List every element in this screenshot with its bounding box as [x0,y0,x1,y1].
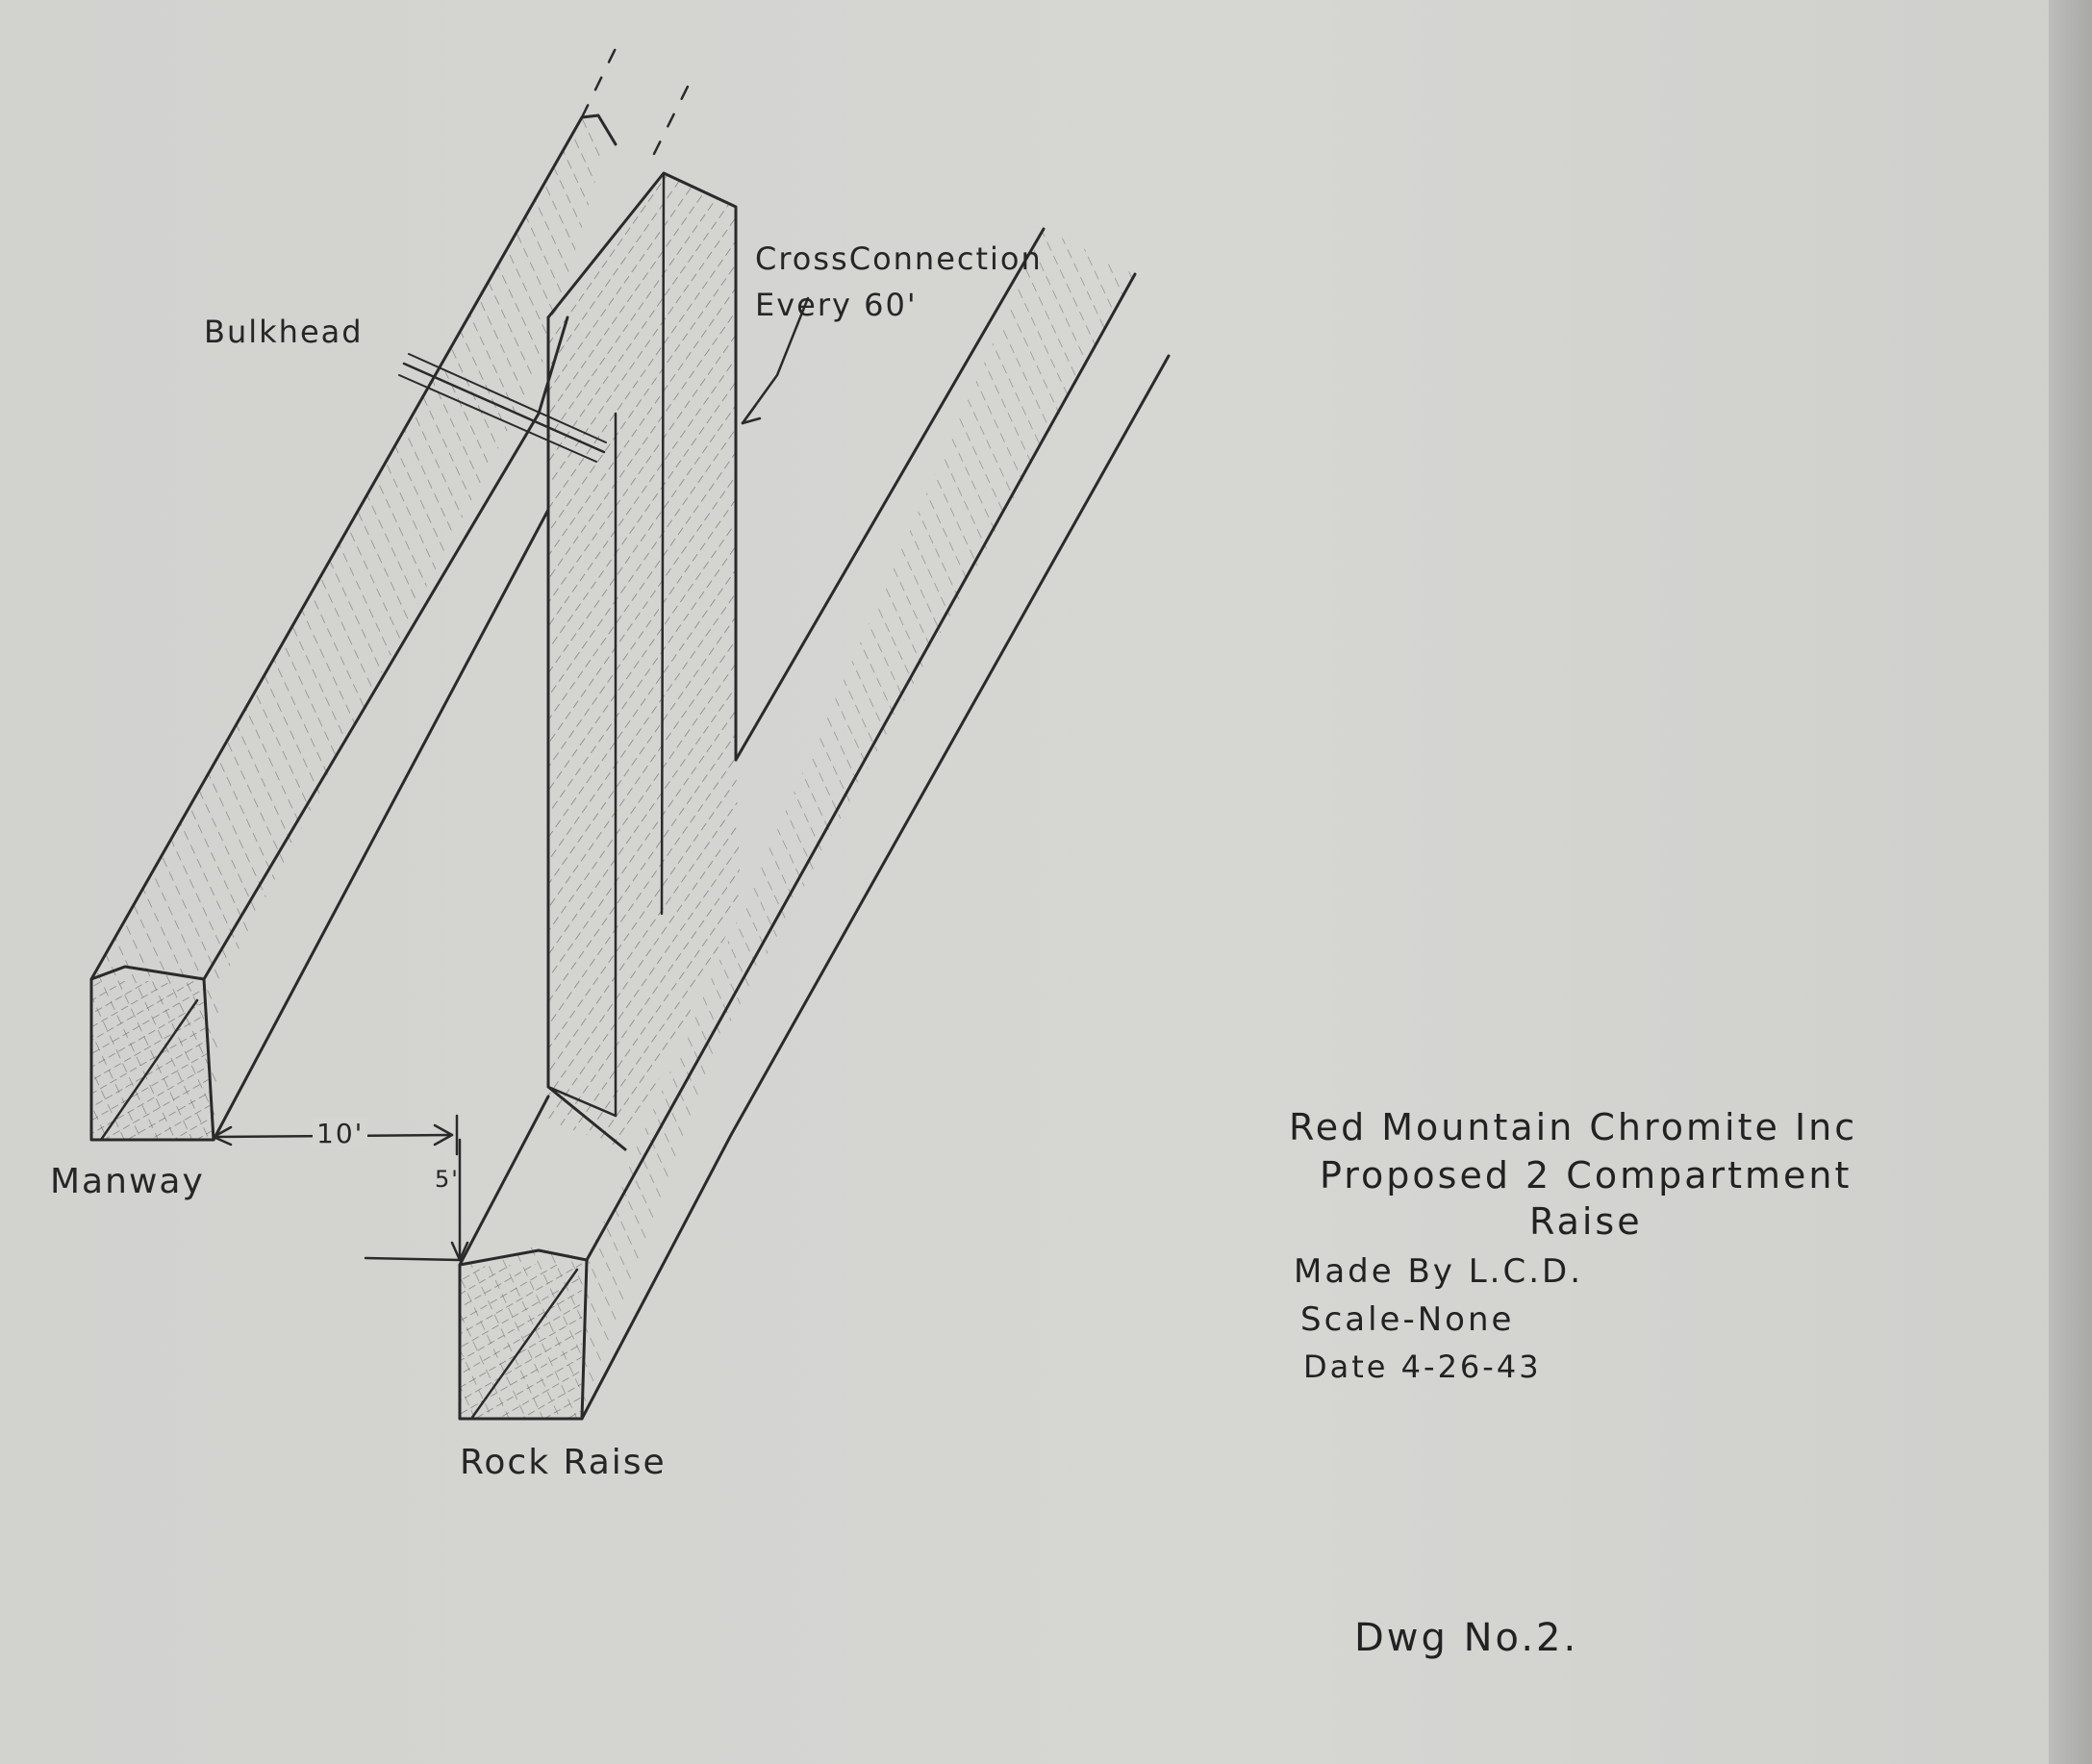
bulkhead-leader [398,353,607,463]
center-slab [546,171,741,1151]
rock-raise-timber [458,227,1171,1421]
company-name: Red Mountain Chromite Inc [1289,1106,1858,1148]
cross-connection-leader [741,296,810,425]
continuation-lines [580,37,690,156]
manway-label: Manway [50,1162,205,1201]
bulkhead-label: Bulkhead [204,314,364,350]
rock-raise-label: Rock Raise [460,1443,667,1482]
dimension-5ft-label: 5' [435,1166,460,1193]
drawing-number: Dwg No.2. [1354,1616,1579,1660]
made-by: Made By L.C.D. [1294,1252,1584,1291]
drawing-title-line2: Raise [1529,1200,1643,1243]
paper-edge [2049,0,2092,1764]
dimension-10ft-label: 10' [313,1118,368,1149]
cross-connection-label: CrossConnection [755,240,1043,277]
dimension-5ft [364,1138,469,1262]
scale-note: Scale-None [1300,1300,1515,1339]
drawing-title-line1: Proposed 2 Compartment [1320,1154,1853,1197]
drawing-date: Date 4-26-43 [1303,1348,1542,1385]
manway-timber [89,113,618,1142]
cross-connection-interval-label: Every 60' [755,287,918,323]
